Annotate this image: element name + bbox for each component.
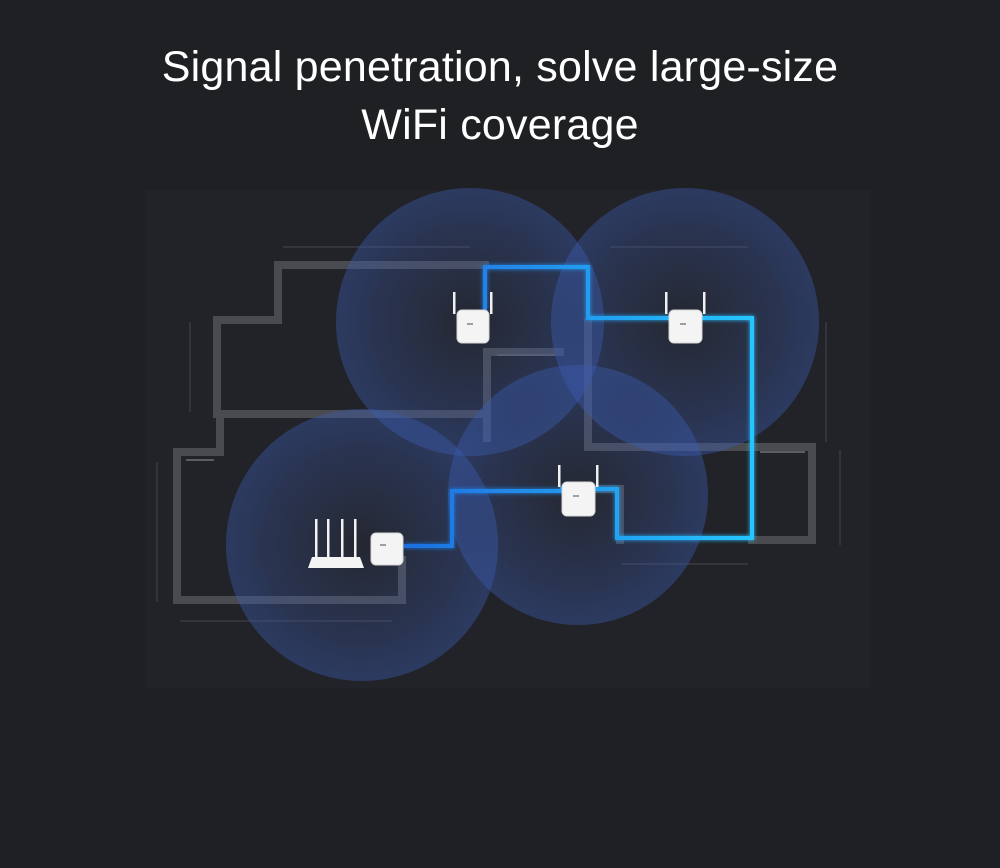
powerline-cable: [404, 265, 754, 548]
extender-icon: [558, 465, 599, 517]
extender-icon: [453, 292, 493, 344]
coverage-bubble-bottom-left: [226, 409, 498, 681]
router-icon: [308, 519, 364, 568]
headline-line-1: Signal penetration, solve large-size: [161, 43, 839, 91]
page-headline: Signal penetration, solve large-size WiF…: [0, 38, 1000, 154]
plug-adapter-icon: [370, 532, 404, 566]
extender-icon: [665, 292, 706, 344]
headline-line-2: WiFi coverage: [361, 101, 639, 149]
